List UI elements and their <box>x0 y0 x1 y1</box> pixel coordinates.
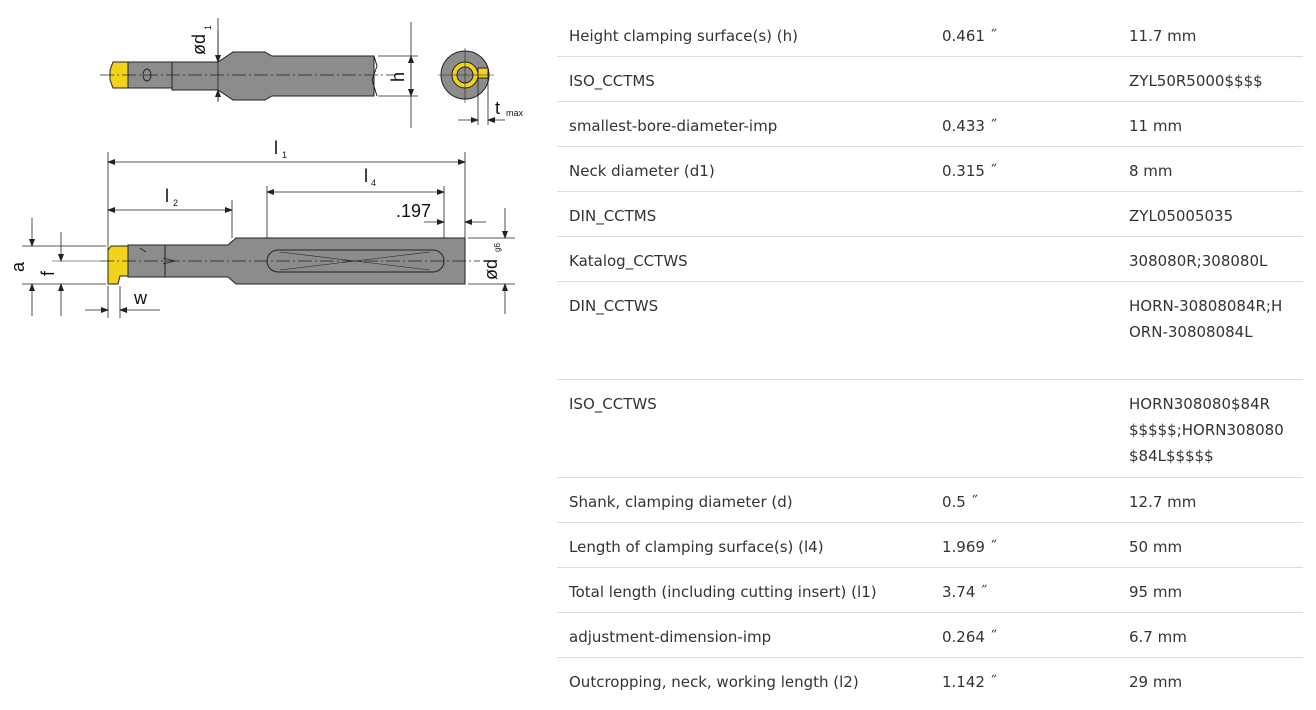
spec-imperial-value: 3.74 ˝ <box>930 567 1117 613</box>
table-row: smallest-bore-diameter-imp 0.433 ˝ 11 mm <box>557 101 1303 147</box>
table-row: DIN_CCTMS ZYL05005035 <box>557 191 1303 237</box>
neck-diameter-label: ød <box>189 34 209 55</box>
spec-imperial-value: 0.433 ˝ <box>930 101 1117 147</box>
spec-metric-value: HORN308080$84R$$$$$;HORN308080$84L$$$$$ <box>1117 379 1303 478</box>
l2-subscript: 2 <box>173 198 178 208</box>
table-row: Neck diameter (d1) 0.315 ˝ 8 mm <box>557 146 1303 192</box>
spec-name: DIN_CCTMS <box>557 191 930 237</box>
spec-metric-value: 50 mm <box>1117 522 1303 568</box>
spec-metric-value: 95 mm <box>1117 567 1303 613</box>
spec-imperial-value: 0.315 ˝ <box>930 146 1117 192</box>
spec-imperial-value: 0.264 ˝ <box>930 612 1117 658</box>
table-row: Height clamping surface(s) (h) 0.461 ˝ 1… <box>557 12 1303 57</box>
spec-imperial-value: 1.969 ˝ <box>930 522 1117 568</box>
w-label: w <box>133 288 148 308</box>
spec-imperial-value: 0.5 ˝ <box>930 477 1117 523</box>
l4-subscript: 4 <box>371 178 376 188</box>
table-row: adjustment-dimension-imp 0.264 ˝ 6.7 mm <box>557 612 1303 658</box>
spec-name: ISO_CCTWS <box>557 379 930 478</box>
f-label: f <box>38 270 58 276</box>
offset-dimension-label: .197 <box>396 201 431 221</box>
spec-imperial-value <box>930 191 1117 237</box>
spec-imperial-value <box>930 281 1117 380</box>
l4-label: l <box>364 166 368 186</box>
table-row: ISO_CCTWS HORN308080$84R$$$$$;HORN308080… <box>557 379 1303 478</box>
spec-name: ISO_CCTMS <box>557 56 930 102</box>
spec-name: adjustment-dimension-imp <box>557 612 930 658</box>
spec-metric-value: 29 mm <box>1129 673 1183 691</box>
tmax-label: t <box>495 98 500 118</box>
spec-name: Shank, clamping diameter (d) <box>557 477 930 523</box>
spec-metric-value: 308080R;308080L <box>1117 236 1303 282</box>
table-row: Outcropping, neck, working length (l2) 1… <box>557 658 1303 703</box>
tool-top-view: ød 1 h <box>100 18 418 128</box>
spec-imperial-value: 1.142 ˝ <box>942 673 998 691</box>
table-row: Shank, clamping diameter (d) 0.5 ˝ 12.7 … <box>557 477 1303 523</box>
spec-name: Katalog_CCTWS <box>557 236 930 282</box>
spec-metric-value: 8 mm <box>1117 146 1303 192</box>
height-label: h <box>388 72 408 82</box>
table-row: DIN_CCTWS HORN-30808084R;HORN-30808084L <box>557 281 1303 380</box>
spec-metric-value: 6.7 mm <box>1117 612 1303 658</box>
tool-technical-drawing: ød 1 h t max <box>0 0 530 340</box>
table-row: Total length (including cutting insert) … <box>557 567 1303 613</box>
l1-subscript: 1 <box>282 150 287 160</box>
spec-name: DIN_CCTWS <box>557 281 930 380</box>
specifications-table: Height clamping surface(s) (h) 0.461 ˝ 1… <box>557 12 1303 702</box>
spec-name: Height clamping surface(s) (h) <box>557 12 930 57</box>
table-row: Katalog_CCTWS 308080R;308080L <box>557 236 1303 282</box>
shank-diameter-subscript: g6 <box>493 243 502 252</box>
tool-end-view: t max <box>438 48 524 125</box>
neck-diameter-subscript: 1 <box>203 25 213 30</box>
spec-name: Neck diameter (d1) <box>557 146 930 192</box>
l2-label: l <box>165 186 169 206</box>
tmax-subscript: max <box>506 108 524 118</box>
table-row: Length of clamping surface(s) (l4) 1.969… <box>557 522 1303 568</box>
spec-imperial-value <box>930 56 1117 102</box>
spec-name: Total length (including cutting insert) … <box>557 567 930 613</box>
tool-side-view: l 1 l 4 l 2 .197 ød g6 a f <box>8 138 515 318</box>
spec-metric-value: 12.7 mm <box>1117 477 1303 523</box>
spec-metric-value: HORN-30808084R;HORN-30808084L <box>1117 281 1303 380</box>
a-label: a <box>8 261 28 272</box>
spec-imperial-value: 0.461 ˝ <box>930 12 1117 57</box>
spec-imperial-value <box>930 379 1117 478</box>
shank-diameter-label: ød <box>481 259 501 280</box>
table-row: ISO_CCTMS ZYL50R5000$$$$ <box>557 56 1303 102</box>
spec-name: smallest-bore-diameter-imp <box>557 101 930 147</box>
spec-metric-value: 11.7 mm <box>1117 12 1303 57</box>
spec-name: Outcropping, neck, working length (l2) <box>569 673 859 691</box>
spec-metric-value: 11 mm <box>1117 101 1303 147</box>
spec-metric-value: ZYL05005035 <box>1117 191 1303 237</box>
spec-name: Length of clamping surface(s) (l4) <box>557 522 930 568</box>
l1-label: l <box>274 138 278 158</box>
spec-imperial-value <box>930 236 1117 282</box>
spec-metric-value: ZYL50R5000$$$$ <box>1117 56 1303 102</box>
